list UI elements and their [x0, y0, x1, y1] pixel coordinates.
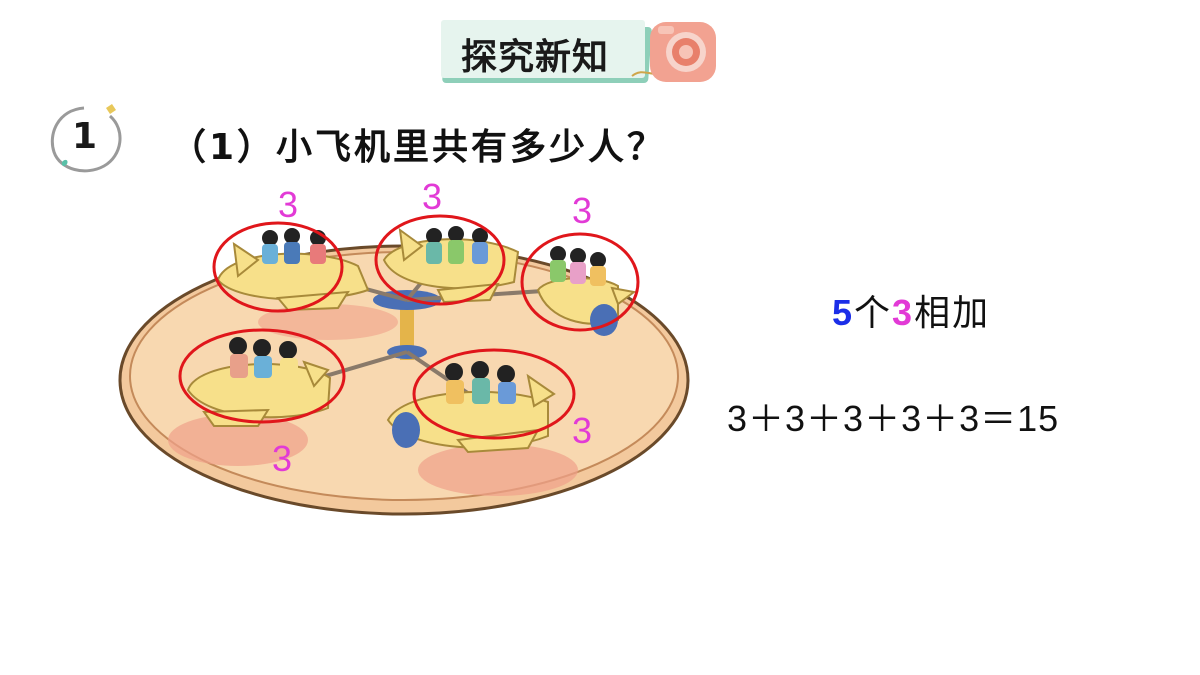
group-circle-5 — [412, 348, 576, 440]
plane-group-1 — [216, 228, 370, 312]
verb-text: 相加 — [914, 293, 991, 334]
ring-badge-icon — [50, 104, 122, 173]
group-label-2: 3 — [422, 176, 443, 217]
group-circle-1 — [212, 221, 344, 313]
plane-group-5 — [386, 361, 556, 454]
measure-word: 个 — [854, 293, 893, 334]
plane-group-3 — [536, 246, 637, 336]
group-circle-3 — [520, 232, 640, 332]
plane-group-4 — [186, 337, 332, 427]
answer-phrase: 5个3相加 — [832, 284, 990, 336]
plane-group-2 — [382, 226, 520, 304]
group-label-5: 3 — [572, 410, 593, 451]
question-number: 1 — [72, 116, 98, 157]
group-circle-4 — [178, 328, 346, 424]
addition-equation: 3＋3＋3＋3＋3＝15 — [727, 398, 1060, 439]
group-label-4: 3 — [272, 438, 293, 479]
section-title: 探究新知 — [461, 37, 610, 78]
addend-value: 3 — [892, 292, 915, 333]
group-circle-2 — [374, 214, 506, 306]
camera-icon — [631, 22, 716, 82]
group-label-1: 3 — [278, 184, 299, 225]
question-text: （1）小飞机里共有多少人？ — [170, 127, 667, 168]
count-value: 5 — [832, 292, 855, 333]
group-label-3: 3 — [572, 190, 593, 231]
carousel-planes-illustration — [118, 214, 690, 516]
badge-box — [441, 20, 645, 78]
section-title-badge: 探究新知 — [441, 20, 659, 86]
